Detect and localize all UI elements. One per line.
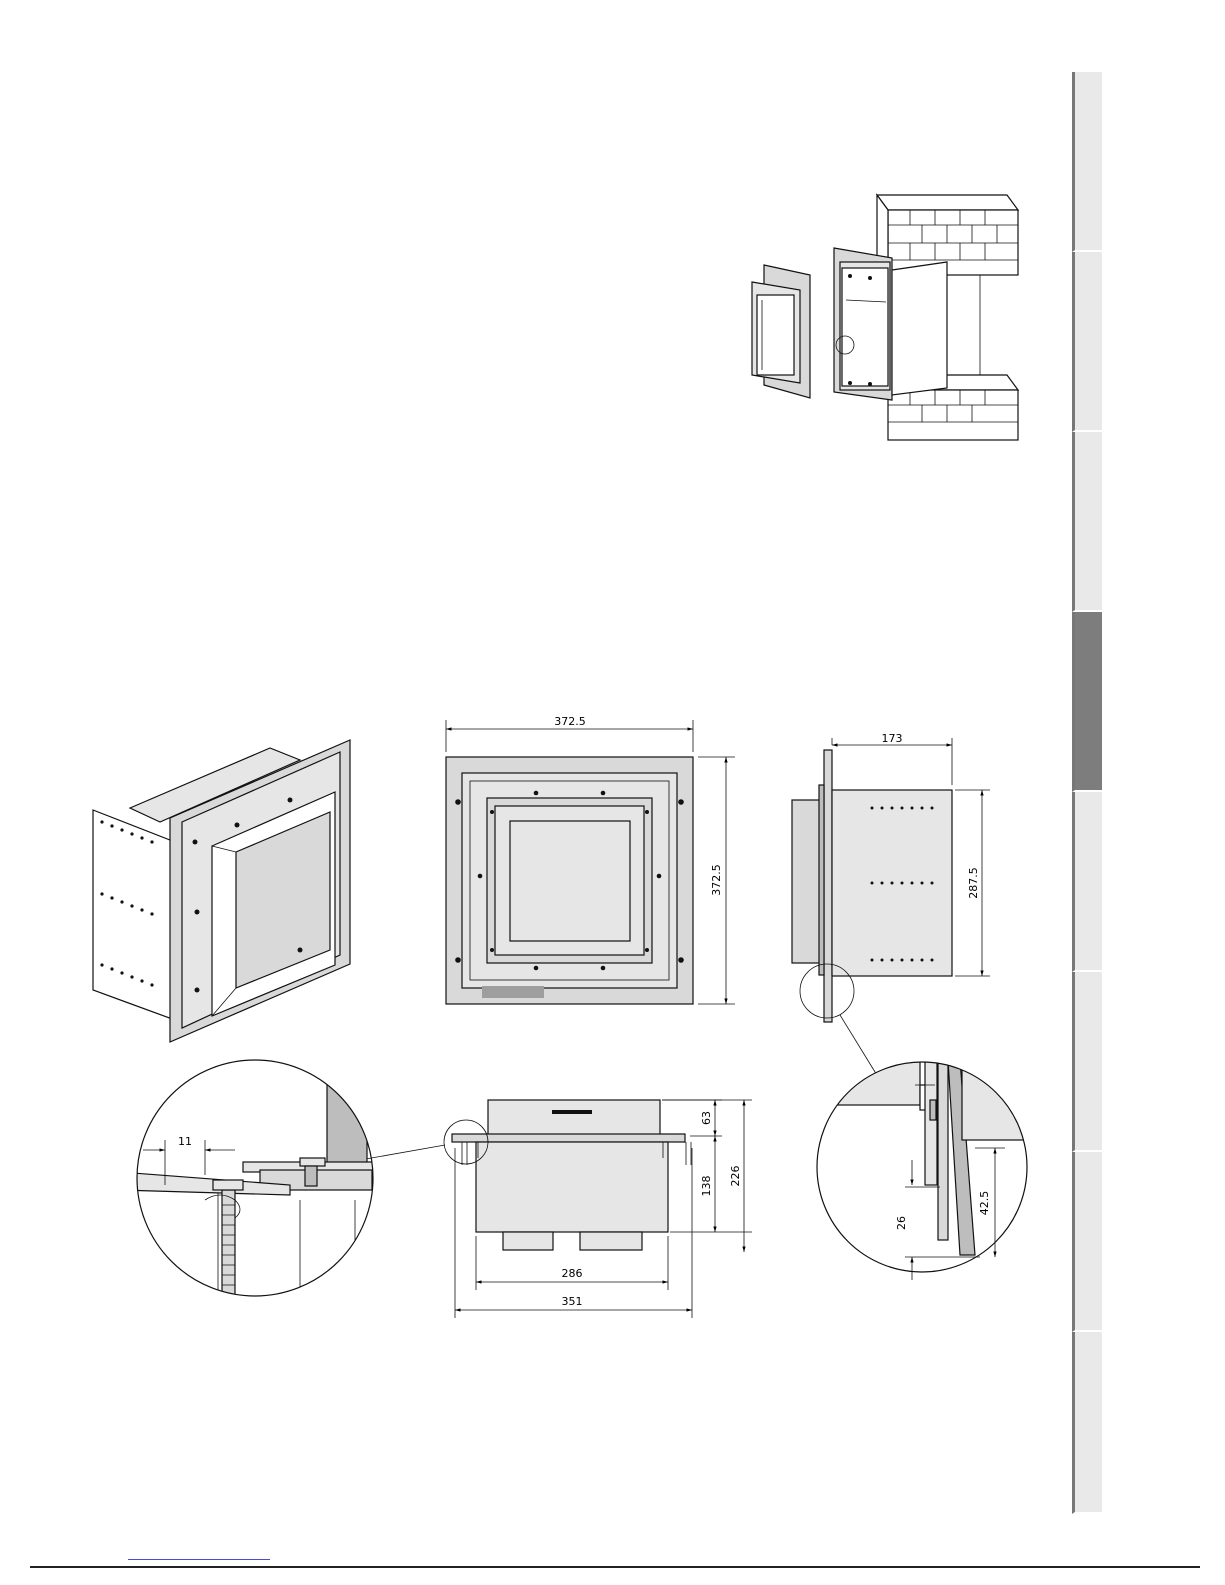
section-tab-1[interactable]	[1072, 72, 1102, 252]
front-view	[446, 720, 735, 1004]
footer-rule	[30, 1566, 1200, 1568]
section-tab-8[interactable]	[1072, 1332, 1102, 1514]
dim-bottom-top: 63	[700, 1111, 713, 1125]
dim-side-height: 287.5	[967, 867, 980, 899]
bottom-view	[360, 1100, 752, 1318]
section-tab-6[interactable]	[1072, 972, 1102, 1152]
section-tabs	[1072, 72, 1102, 1514]
dim-detail-left-gap: 11	[178, 1135, 192, 1148]
footer-link-underline[interactable]	[128, 1559, 270, 1560]
dim-bottom-outer: 351	[562, 1295, 583, 1308]
section-tab-5[interactable]	[1072, 792, 1102, 972]
product-perspective-view	[93, 740, 350, 1042]
section-tab-4-active[interactable]	[1072, 612, 1102, 792]
dim-side-depth: 173	[882, 732, 903, 745]
front-cover	[752, 265, 810, 398]
dim-bottom-inner: 286	[562, 1267, 583, 1280]
dim-front-width: 372.5	[554, 715, 586, 728]
dim-front-height: 372.5	[710, 864, 723, 896]
dim-detail-right-small: 26	[895, 1216, 908, 1230]
installation-exploded-view	[752, 195, 1018, 440]
section-tab-3[interactable]	[1072, 432, 1102, 612]
side-view	[792, 738, 990, 1085]
mounting-box	[834, 248, 947, 400]
dim-bottom-total: 226	[729, 1166, 742, 1187]
detail-right	[800, 1055, 1042, 1280]
dim-detail-right-large: 42.5	[978, 1191, 991, 1216]
detail-left	[120, 1060, 375, 1320]
section-tab-7[interactable]	[1072, 1152, 1102, 1332]
dim-bottom-mid: 138	[700, 1176, 713, 1197]
section-tab-2[interactable]	[1072, 252, 1102, 432]
